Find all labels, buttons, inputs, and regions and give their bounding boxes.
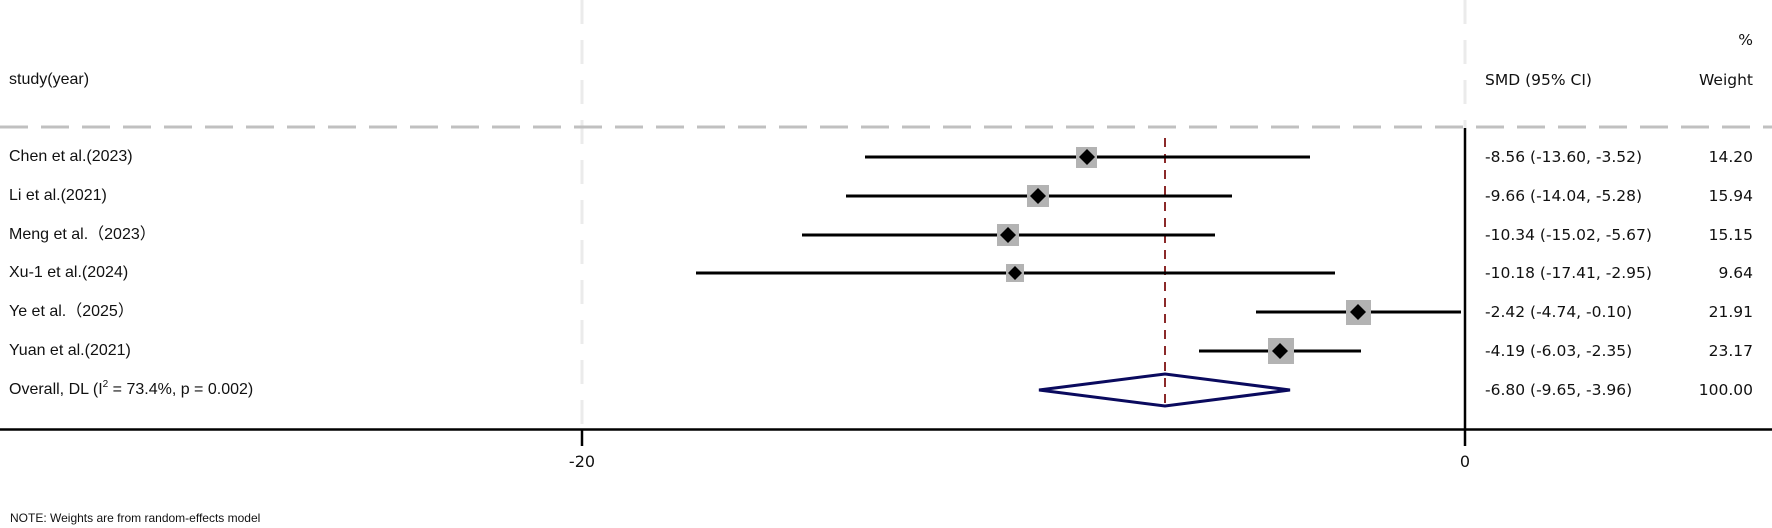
study-row-meng (802, 224, 1215, 246)
overall-ci: -6.80 (-9.65, -3.96) (1485, 381, 1633, 399)
effect-column-header: SMD (95% CI) (1485, 71, 1592, 89)
study-ci: -8.56 (-13.60, -3.52) (1485, 148, 1643, 166)
study-label: Ye et al.（2025） (9, 303, 134, 320)
study-weight: 21.91 (1708, 303, 1753, 321)
weight-column-header: Weight (1698, 71, 1753, 89)
overall-label: Overall, DL (I2 = 73.4%, p = 0.002) (9, 379, 254, 399)
study-weight: 9.64 (1718, 264, 1753, 282)
weight-percent-header: % (1738, 31, 1753, 49)
study-ci: -10.18 (-17.41, -2.95) (1485, 264, 1652, 282)
study-label: Xu-1 et al.(2024) (9, 264, 129, 281)
tick-label-zero: 0 (1459, 452, 1471, 471)
overall-weight: 100.00 (1698, 381, 1753, 399)
study-ci: -9.66 (-14.04, -5.28) (1485, 187, 1643, 205)
study-label: Li et al.(2021) (9, 187, 107, 204)
study-ci: -2.42 (-4.74, -0.10) (1485, 303, 1633, 321)
study-row-ye (1256, 300, 1461, 325)
study-label: Meng et al.（2023） (9, 226, 156, 243)
footnote: NOTE: Weights are from random-effects mo… (10, 511, 261, 525)
study-ci: -4.19 (-6.03, -2.35) (1485, 342, 1633, 360)
tick-label-minus20: -20 (568, 452, 596, 471)
study-ci: -10.34 (-15.02, -5.67) (1485, 226, 1652, 244)
study-column-header: study(year) (9, 71, 90, 88)
study-weight: 15.15 (1708, 226, 1753, 244)
study-row-yuan (1199, 338, 1361, 364)
study-weight: 23.17 (1708, 342, 1753, 360)
study-weight: 15.94 (1708, 187, 1753, 205)
study-row-xu (696, 264, 1335, 282)
study-label: Yuan et al.(2021) (9, 342, 131, 359)
study-row-li (846, 185, 1232, 207)
study-label: Chen et al.(2023) (9, 148, 133, 165)
overall-diamond (1038, 372, 1291, 408)
study-row-chen (865, 147, 1310, 168)
study-weight: 14.20 (1708, 148, 1753, 166)
